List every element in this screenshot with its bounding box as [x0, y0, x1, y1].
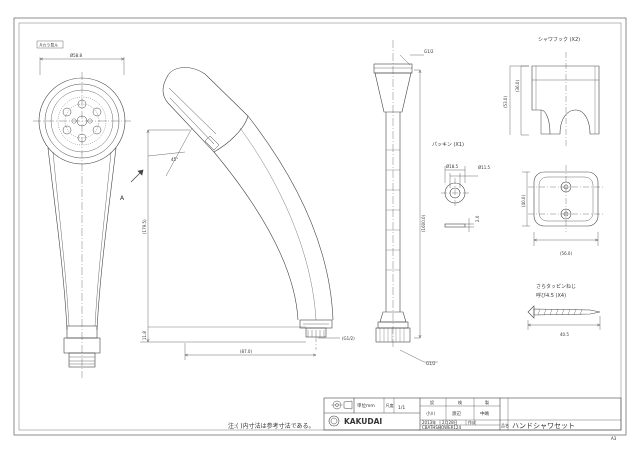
- hook-width-label: (56.0): [560, 251, 572, 256]
- title-block: [323, 397, 622, 431]
- hose-length-label: (1600.0): [421, 214, 426, 232]
- header-draw: 製: [485, 399, 489, 405]
- drafter-name: 中嶋: [480, 410, 489, 417]
- packing-outer-dia: Ø11.5: [478, 165, 491, 170]
- drawing-code: CBATHSHOWER124: [422, 425, 461, 430]
- header-design: 設: [430, 399, 434, 405]
- side-base-height-label: 11.8: [142, 331, 147, 340]
- front-diameter-label: Ø58.8: [70, 53, 83, 58]
- hook-depth-label: (36.0): [515, 80, 520, 92]
- packing-inner-dia: Ø18.5: [446, 164, 459, 169]
- front-view-callout: Aカラ見ル: [40, 42, 59, 48]
- drawing-date: 2月28日: [442, 420, 458, 425]
- packing-washer-view: [441, 166, 478, 232]
- scale-label: 尺度: [386, 402, 394, 408]
- screw-line2: 呼び4.5 (X4): [536, 292, 566, 299]
- screw-length-label: 40.5: [560, 332, 569, 337]
- designer-name: 小川: [426, 410, 435, 417]
- front-view-shower-head: [33, 40, 144, 378]
- unit-label: 単位mm: [357, 402, 375, 409]
- product-name-label: 品名: [501, 422, 509, 428]
- drawing-year: 2013年: [422, 419, 436, 425]
- screw-line1: さらタッピンねじ: [536, 283, 576, 290]
- shower-hook-view: [509, 52, 604, 246]
- packing-title: パッキン (X1): [432, 142, 464, 148]
- packing-thickness: 2.0: [475, 215, 480, 222]
- shower-hose-view: [373, 40, 438, 363]
- side-thread-label: (G1/2): [342, 336, 355, 341]
- inner-border: [18, 22, 622, 431]
- side-view-shower-handle: [140, 67, 340, 360]
- checker-name: 渡辺: [452, 410, 461, 417]
- tapping-screw-view: [527, 305, 601, 330]
- product-name: ハンドシャワセット: [512, 422, 575, 430]
- reference-note: 注:( )内寸法は参考寸法である。: [228, 422, 315, 430]
- header-check: 検: [458, 399, 462, 405]
- view-arrow-label: A: [120, 195, 125, 202]
- outer-border: [13, 17, 627, 436]
- hose-top-thread-label: G1/2: [424, 49, 434, 54]
- angle-label: 45°: [171, 157, 178, 162]
- scale-value: 1/1: [398, 405, 405, 411]
- hose-bottom-thread-label: G1/2: [426, 361, 436, 366]
- hook-height-label: (53.0): [503, 96, 508, 108]
- company-logo-text: KAKUDAI: [344, 417, 382, 426]
- side-height-label: (179.5): [142, 219, 147, 234]
- sheet-size-label: A3: [611, 436, 617, 441]
- hook-plate-height-label: (40.0): [521, 195, 526, 207]
- made-label: 作成: [468, 419, 476, 425]
- side-length-label: (87.0): [240, 349, 252, 354]
- hook-title: シャワフック (X2): [538, 37, 580, 43]
